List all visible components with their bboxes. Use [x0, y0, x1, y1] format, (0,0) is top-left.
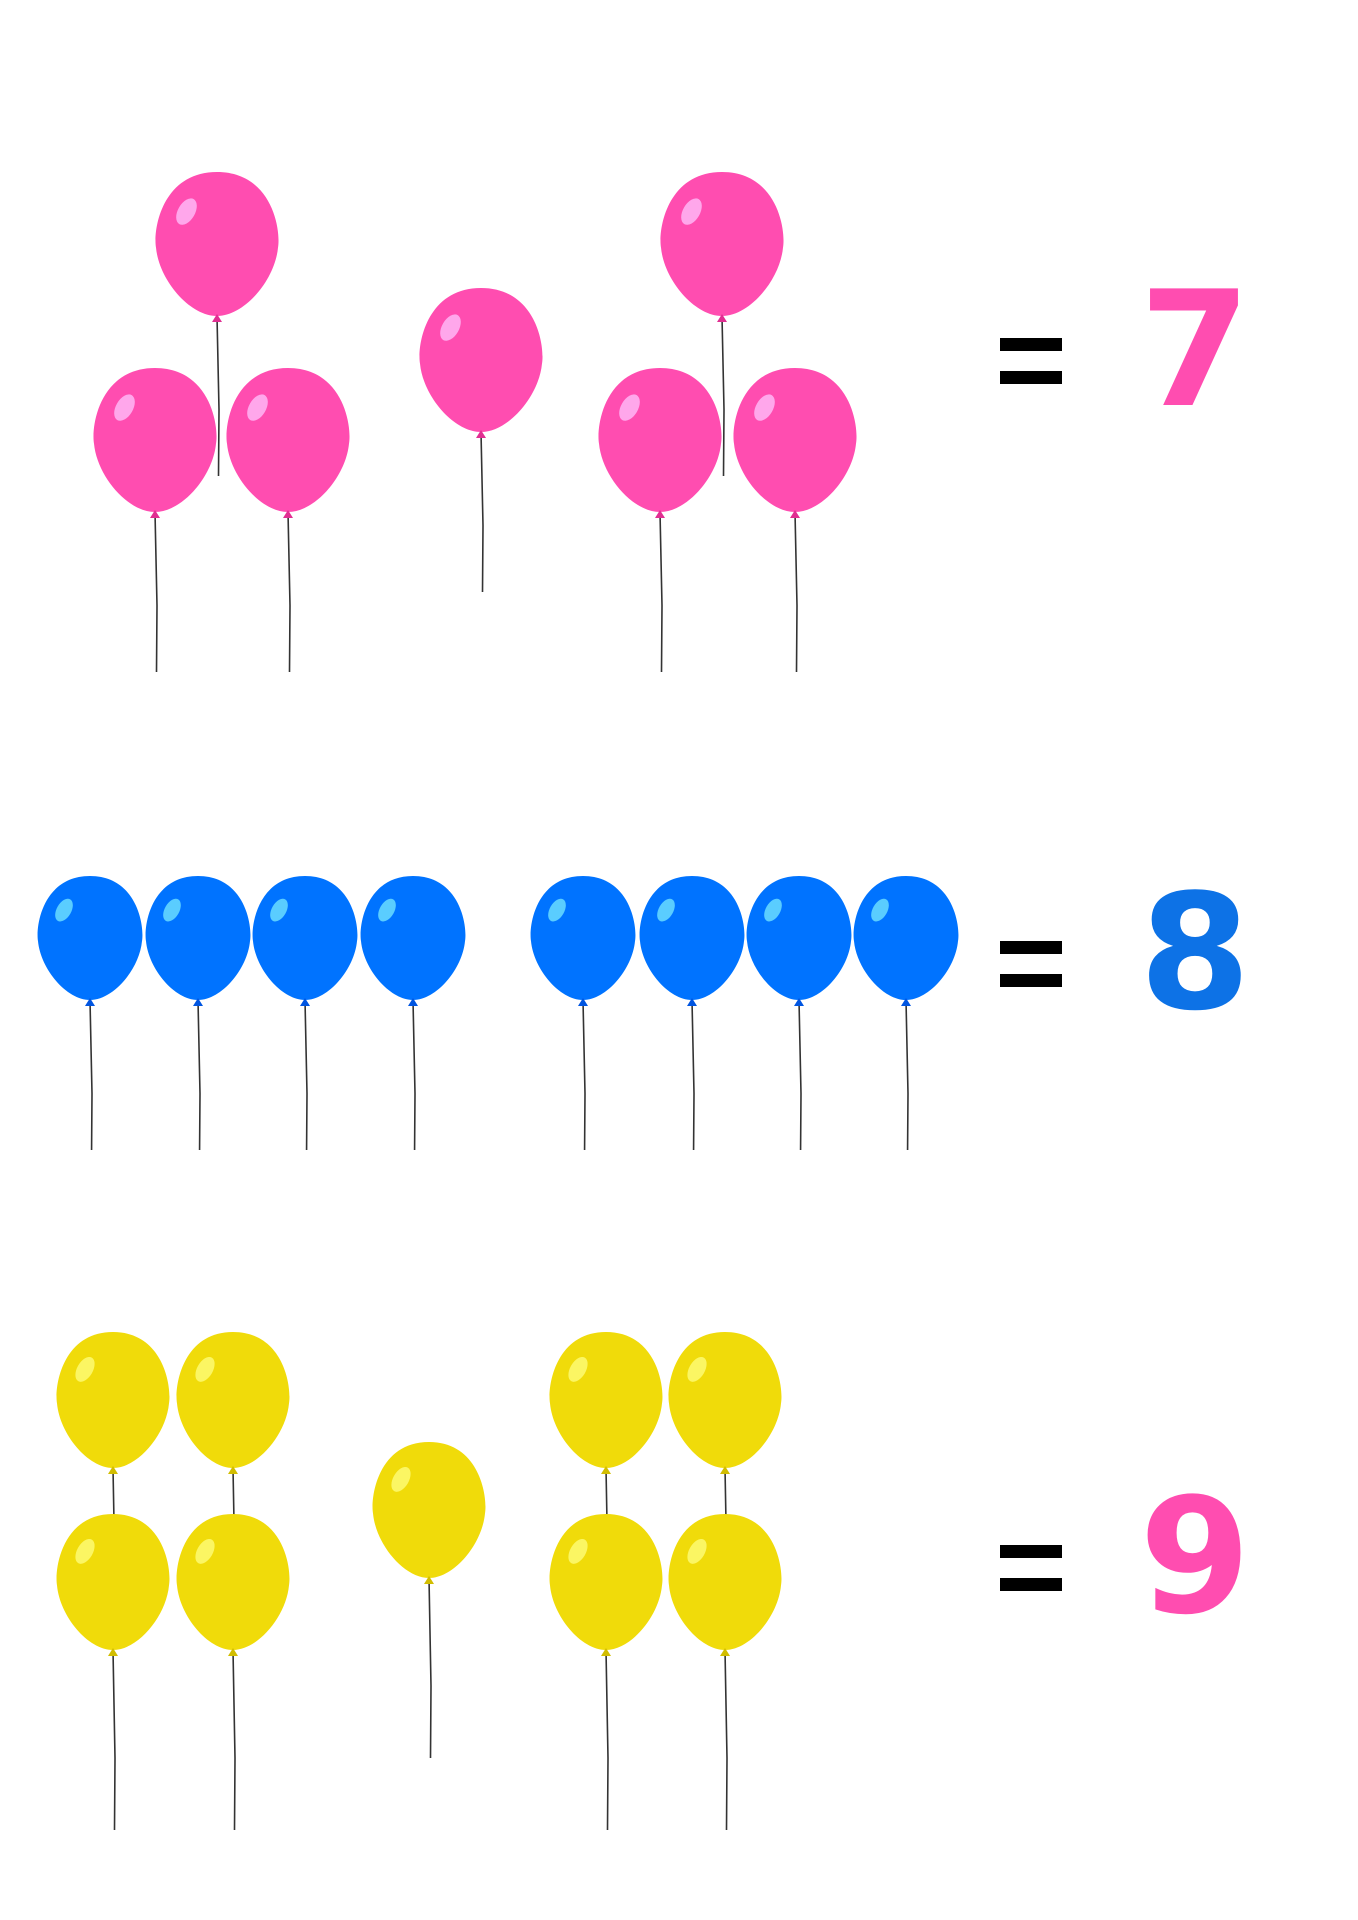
- answer-number-blue: 8: [1139, 859, 1251, 1046]
- balloon: [598, 368, 722, 518]
- balloon: [668, 1332, 782, 1474]
- equals-sign: [1000, 1545, 1062, 1591]
- balloon-string: [112, 1649, 116, 1831]
- balloon-string: [304, 999, 308, 1150]
- balloon: [155, 172, 279, 322]
- balloon: [176, 1514, 290, 1656]
- balloon: [419, 288, 543, 438]
- balloon: [530, 876, 636, 1006]
- balloon-string: [721, 315, 725, 477]
- balloon: [145, 876, 251, 1006]
- balloon: [746, 876, 852, 1006]
- balloon: [252, 876, 358, 1006]
- balloon-string: [582, 999, 586, 1150]
- balloon-string: [197, 999, 201, 1150]
- yellow-balloon-group: [56, 1332, 782, 1831]
- balloon: [668, 1514, 782, 1656]
- equals-sign: [1000, 941, 1062, 987]
- balloon: [549, 1514, 663, 1656]
- blue-balloon-group: [37, 876, 959, 1150]
- balloon-string: [905, 999, 909, 1150]
- balloon-string: [659, 511, 663, 673]
- balloon: [660, 172, 784, 322]
- answer-number-yellow: 9: [1139, 1463, 1251, 1650]
- balloon-string: [794, 511, 798, 673]
- balloon-string: [605, 1649, 609, 1831]
- balloon: [639, 876, 745, 1006]
- balloon: [93, 368, 217, 518]
- balloon-string: [216, 315, 220, 477]
- balloon-string: [412, 999, 416, 1150]
- balloon: [372, 1442, 486, 1584]
- balloon-string: [287, 511, 291, 673]
- balloon: [56, 1332, 170, 1474]
- balloon-string: [154, 511, 158, 673]
- balloon-string: [89, 999, 93, 1150]
- balloon-string: [480, 431, 484, 593]
- balloon-string: [691, 999, 695, 1150]
- balloon-string: [724, 1649, 728, 1831]
- balloon: [226, 368, 350, 518]
- balloon: [360, 876, 466, 1006]
- balloon: [56, 1514, 170, 1656]
- balloon: [37, 876, 143, 1006]
- balloon: [176, 1332, 290, 1474]
- balloon-string: [798, 999, 802, 1150]
- balloon-string: [232, 1649, 236, 1831]
- equals-sign: [1000, 338, 1062, 384]
- answer-number-pink: 7: [1139, 256, 1251, 443]
- balloon: [549, 1332, 663, 1474]
- balloon: [853, 876, 959, 1006]
- balloon: [733, 368, 857, 518]
- balloon-string: [428, 1577, 432, 1759]
- pink-balloon-group: [93, 172, 857, 673]
